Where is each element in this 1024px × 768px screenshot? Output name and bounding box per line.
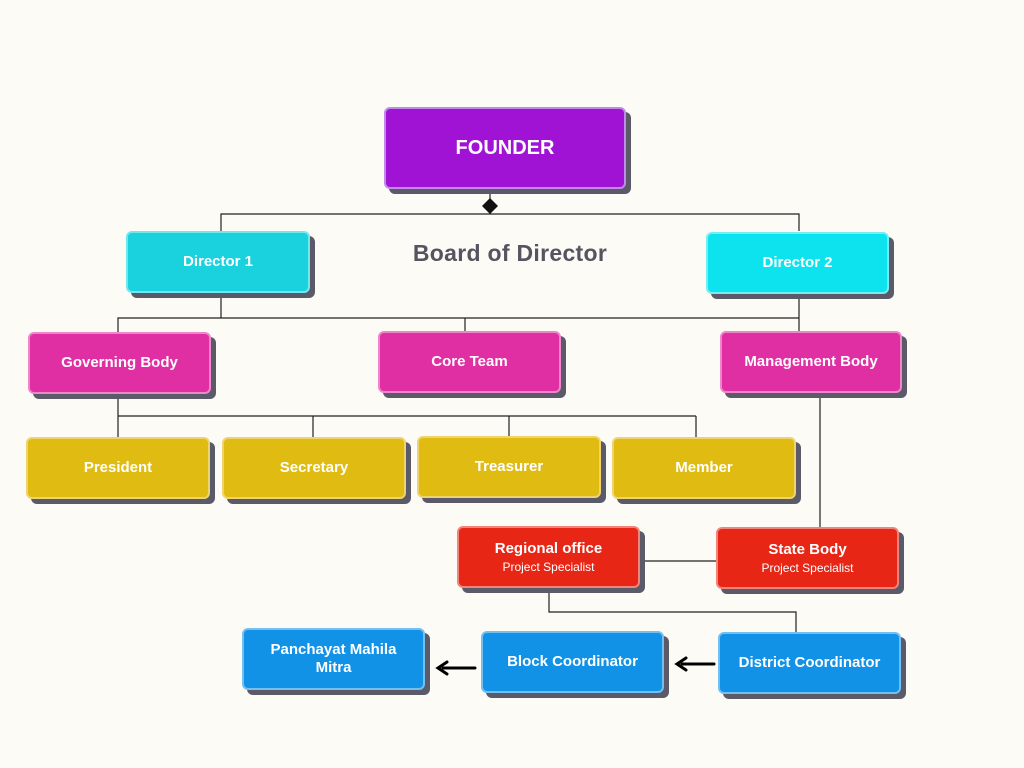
director-2-box[interactable]: Director 2 — [706, 232, 889, 294]
regional-office-title: Regional office — [494, 539, 603, 557]
diamond-junction — [482, 198, 498, 214]
district-coordinator-label: District Coordinator — [738, 654, 881, 671]
secretary-label: Secretary — [279, 459, 349, 476]
connector-bodies-bus — [117, 317, 799, 332]
treasurer-label: Treasurer — [474, 458, 544, 475]
regional-office-box[interactable]: Regional office Project Specialist — [457, 526, 640, 588]
member-box[interactable]: Member — [612, 437, 796, 499]
founder-label: FOUNDER — [455, 137, 555, 159]
connector-regional-district — [548, 591, 797, 632]
founder-box[interactable]: FOUNDER — [384, 107, 626, 189]
management-body-label: Management Body — [744, 353, 878, 370]
panchayat-mahila-mitra-box[interactable]: Panchayat Mahila Mitra — [242, 628, 425, 690]
core-team-label: Core Team — [431, 353, 508, 370]
board-caption: Board of Director — [412, 240, 608, 266]
state-body-box[interactable]: State Body Project Specialist — [716, 527, 899, 589]
panchayat-mahila-mitra-label: Panchayat Mahila Mitra — [270, 641, 397, 676]
director-1-box[interactable]: Director 1 — [126, 231, 310, 293]
treasurer-box[interactable]: Treasurer — [417, 436, 601, 498]
director-2-label: Director 2 — [762, 254, 833, 271]
president-box[interactable]: President — [26, 437, 210, 499]
arrow-district-block-head — [674, 656, 688, 672]
district-coordinator-box[interactable]: District Coordinator — [718, 632, 901, 694]
director-1-label: Director 1 — [182, 253, 254, 270]
core-team-box[interactable]: Core Team — [378, 331, 561, 393]
block-coordinator-box[interactable]: Block Coordinator — [481, 631, 664, 693]
regional-office-subtitle: Project Specialist — [502, 559, 595, 574]
state-body-subtitle: Project Specialist — [761, 560, 854, 575]
management-body-box[interactable]: Management Body — [720, 331, 902, 393]
governing-body-box[interactable]: Governing Body — [28, 332, 211, 394]
secretary-box[interactable]: Secretary — [222, 437, 406, 499]
member-label: Member — [675, 459, 733, 476]
president-label: President — [83, 459, 153, 476]
governing-body-label: Governing Body — [61, 354, 178, 371]
connector-founder-directors — [220, 213, 800, 231]
block-coordinator-label: Block Coordinator — [507, 653, 638, 670]
arrow-block-panchayat-head — [435, 660, 449, 676]
state-body-title: State Body — [768, 540, 847, 558]
